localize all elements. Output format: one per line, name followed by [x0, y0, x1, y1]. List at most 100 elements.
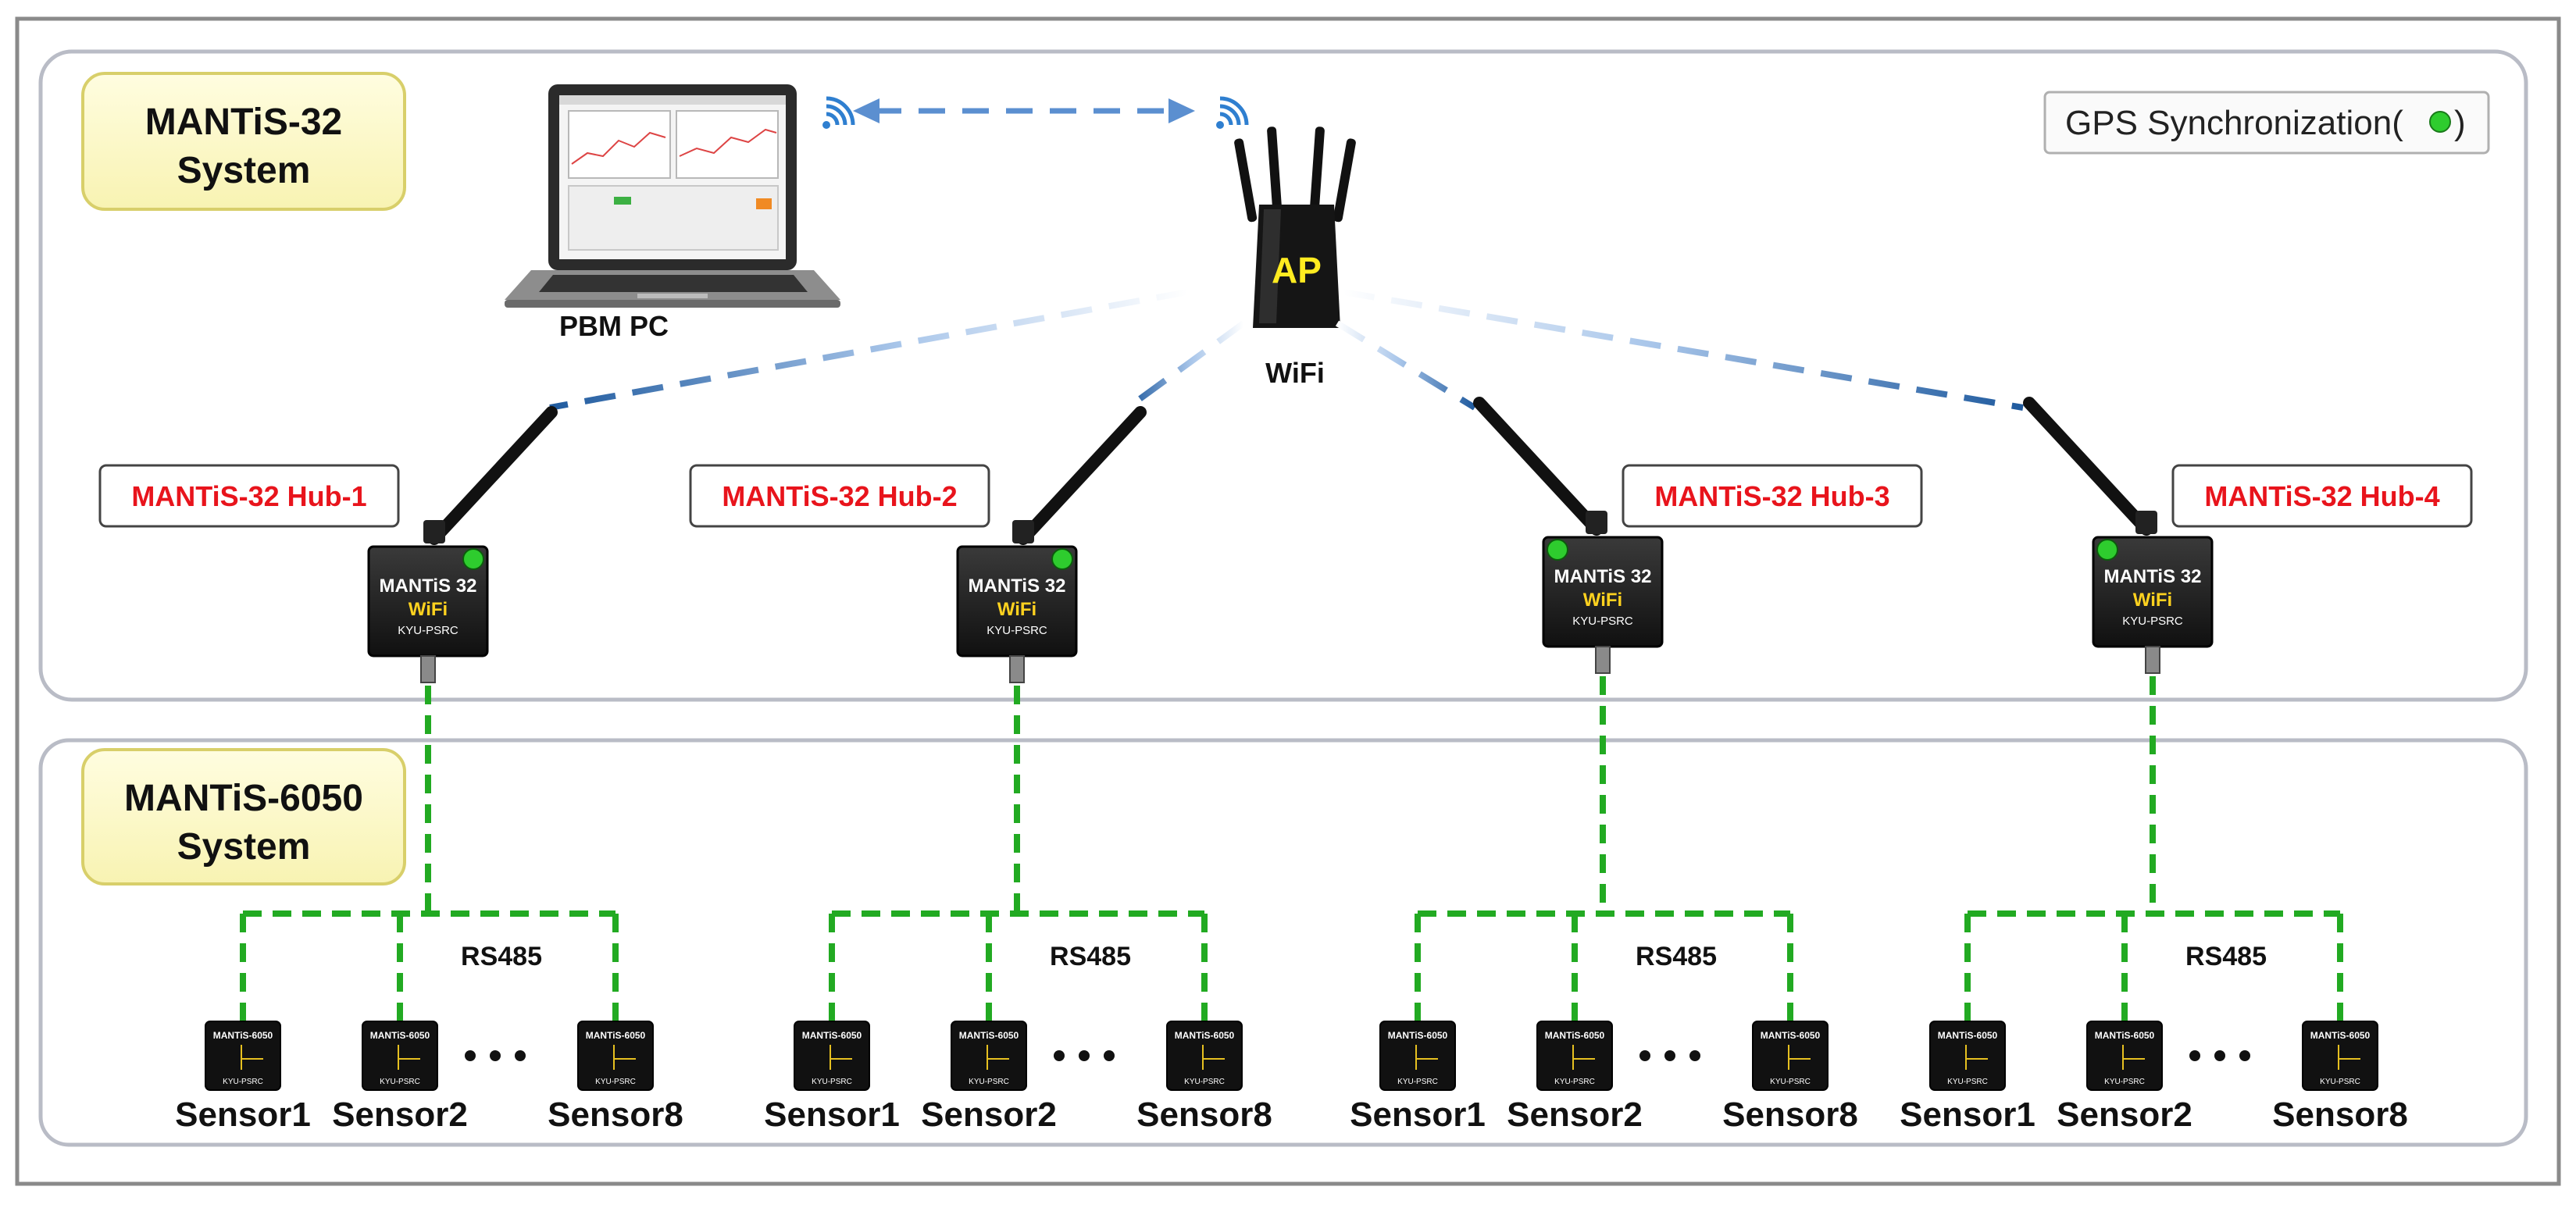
rs485-bus: [1415, 676, 1793, 1021]
sensor-label: Sensor2: [2057, 1096, 2192, 1134]
pc-ap-link: [822, 98, 1247, 129]
sensor-icon: [2086, 1021, 2163, 1091]
hub-label-box: MANTiS-32 Hub-2: [689, 464, 990, 528]
sensor-maker: KYU-PSRC: [1184, 1078, 1225, 1086]
status-led-icon: [462, 548, 484, 570]
sensor-brand: MANTiS-6050: [1545, 1030, 1605, 1041]
connector-icon: [1595, 646, 1611, 674]
hub-brand: MANTiS 32: [380, 575, 477, 597]
rs485-bus: [240, 686, 619, 1021]
status-led-icon: [2429, 111, 2451, 133]
hub-maker: KYU-PSRC: [398, 624, 458, 637]
hub-maker: KYU-PSRC: [987, 624, 1047, 637]
status-led-icon: [2096, 539, 2118, 561]
sensor-maker: KYU-PSRC: [1947, 1078, 1988, 1086]
sensor-icon: [362, 1021, 438, 1091]
hub-maker: KYU-PSRC: [1572, 615, 1633, 628]
sensor-label: Sensor1: [764, 1096, 900, 1134]
mantis6050-system-label: MANTiS-6050 System: [81, 748, 406, 886]
sensor-label: Sensor2: [332, 1096, 468, 1134]
sensor-label: Sensor8: [1722, 1096, 1858, 1134]
hub-mode: WiFi: [409, 599, 448, 620]
hub-label: MANTiS-32 Hub-4: [2204, 480, 2439, 512]
hub-brand: MANTiS 32: [969, 575, 1066, 597]
rs485-bus: [829, 686, 1208, 1021]
laptop-icon: [505, 84, 840, 308]
sensor-label: Sensor2: [921, 1096, 1057, 1134]
sensor-icon: [1752, 1021, 1829, 1091]
hub-label: MANTiS-32 Hub-3: [1654, 480, 1889, 512]
sensor-brand: MANTiS-6050: [959, 1030, 1019, 1041]
hub-label-box: MANTiS-32 Hub-1: [98, 464, 400, 528]
sensor-brand: MANTiS-6050: [2310, 1030, 2371, 1041]
sensor-maker: KYU-PSRC: [223, 1078, 263, 1086]
sensor-brand: MANTiS-6050: [1938, 1030, 1998, 1041]
ellipsis-icon: [2189, 1050, 2250, 1061]
sensor-brand: MANTiS-6050: [586, 1030, 646, 1041]
sensor-maker: KYU-PSRC: [1397, 1078, 1438, 1086]
hub-mode: WiFi: [2133, 590, 2172, 611]
wifi-link-hub-1: [549, 289, 1188, 411]
rs485-label: RS485: [1636, 942, 1717, 971]
sensor-icon: [205, 1021, 281, 1091]
sensor-label: Sensor8: [2272, 1096, 2408, 1134]
sensor-brand: MANTiS-6050: [2095, 1030, 2155, 1041]
antenna-icon: [423, 406, 558, 545]
sensor-label: Sensor1: [175, 1096, 311, 1134]
mantis6050-system-title: MANTiS-6050: [124, 778, 363, 819]
ap-badge: AP: [1272, 250, 1322, 290]
hub-label: MANTiS-32 Hub-1: [131, 480, 366, 512]
sensor-icon: [1166, 1021, 1243, 1091]
sensor-brand: MANTiS-6050: [1388, 1030, 1448, 1041]
sensor-icon: [2302, 1021, 2378, 1091]
rs485-label: RS485: [1050, 942, 1131, 971]
pc-label: PBM PC: [559, 310, 669, 342]
sensor-icon: [1536, 1021, 1613, 1091]
sensor-label: Sensor2: [1507, 1096, 1643, 1134]
sensor-icon: [951, 1021, 1027, 1091]
sensor-icon: [794, 1021, 870, 1091]
gps-sync-close: ): [2454, 104, 2466, 142]
hub-mode: WiFi: [1583, 590, 1622, 611]
ap-label: WiFi: [1265, 357, 1325, 389]
wifi-link-hub-3: [1335, 320, 1477, 411]
sensor-maker: KYU-PSRC: [2104, 1078, 2145, 1086]
sensor-maker: KYU-PSRC: [812, 1078, 852, 1086]
rs485-bus: [1964, 676, 2343, 1021]
mantis6050-system-subtitle: System: [177, 826, 311, 868]
connector-icon: [1009, 655, 1025, 683]
sensor-maker: KYU-PSRC: [969, 1078, 1009, 1086]
antenna-icon: [1012, 406, 1147, 545]
sensor-brand: MANTiS-6050: [370, 1030, 430, 1041]
sensor-brand: MANTiS-6050: [802, 1030, 862, 1041]
hub-maker: KYU-PSRC: [2122, 615, 2183, 628]
antenna-icon: [2023, 397, 2157, 536]
rs485-label: RS485: [2185, 942, 2267, 971]
gps-sync-label: GPS Synchronization(: [2065, 104, 2403, 142]
arrow-left-icon: [853, 98, 879, 123]
wifi-links: [549, 289, 2024, 411]
ellipsis-icon: [1639, 1050, 1700, 1061]
sensor-brand: MANTiS-6050: [1175, 1030, 1235, 1041]
antenna-icon: [1473, 397, 1607, 536]
sensor-label: Sensor1: [1350, 1096, 1486, 1134]
rs485-label: RS485: [461, 942, 542, 971]
sensor-icon: [577, 1021, 654, 1091]
